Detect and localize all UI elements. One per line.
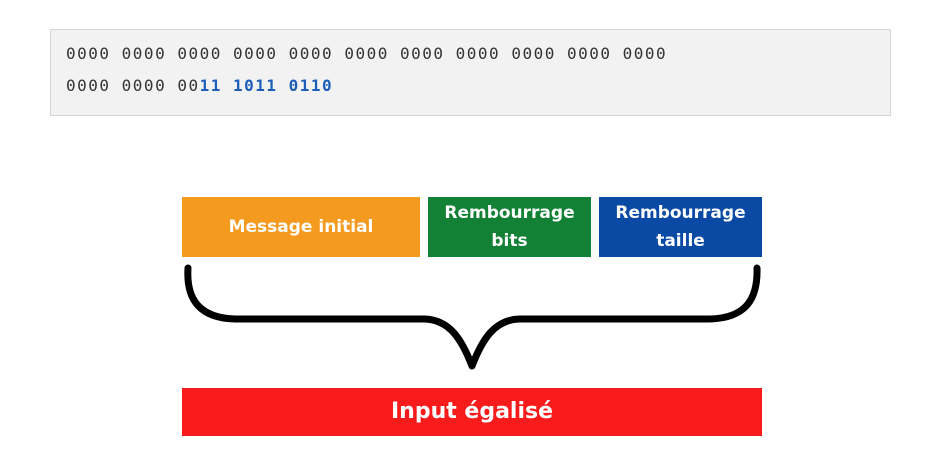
curly-brace-path xyxy=(184,264,761,370)
binary-line-2-highlight: 11 1011 0110 xyxy=(199,76,334,95)
bit-padding-label: Rembourrage bits xyxy=(444,203,575,251)
message-initial-label: Message initial xyxy=(228,217,374,237)
input-equalized-block: Input égalisé xyxy=(182,388,762,436)
message-initial-block: Message initial xyxy=(182,197,420,257)
binary-line-2-plain: 0000 0000 00 xyxy=(66,76,200,95)
size-padding-label: Rembourrage taille xyxy=(615,203,746,251)
size-padding-block: Rembourrage taille xyxy=(599,197,762,257)
binary-code-panel: 0000 0000 0000 0000 0000 0000 0000 0000 … xyxy=(50,29,891,116)
binary-line-1: 0000 0000 0000 0000 0000 0000 0000 0000 … xyxy=(66,44,667,64)
binary-line-2: 0000 0000 0011 1011 0110 xyxy=(66,76,333,96)
bit-padding-block: Rembourrage bits xyxy=(428,197,591,257)
binary-line-1-text: 0000 0000 0000 0000 0000 0000 0000 0000 … xyxy=(66,44,668,63)
input-equalized-label: Input égalisé xyxy=(390,399,554,424)
